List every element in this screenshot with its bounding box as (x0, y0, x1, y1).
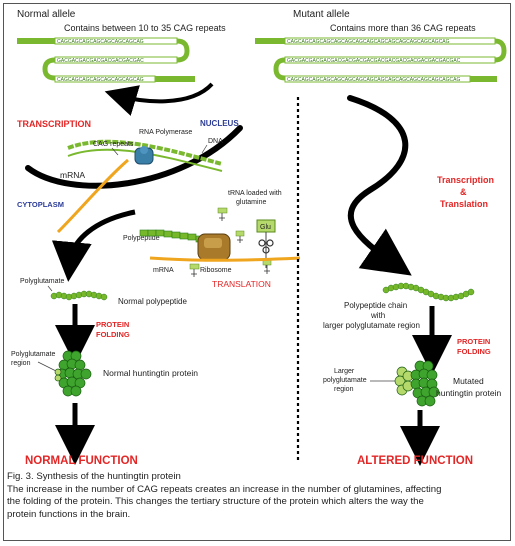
mutant-dna-seq-2: GACGACGACGACGACGACGACGACGACGACGACGACGACG… (287, 58, 461, 64)
mutant-dna-seq-1: CAGCAGCAGCAGCAGCAGCAGCAGCAGCAGCAGCAGCAGC… (287, 39, 450, 45)
mutated-label-2: huntingtin protein (436, 388, 501, 398)
nuclear-membrane (25, 125, 243, 189)
mutant-chain-label-3: larger polyglutamate region (323, 321, 420, 330)
polyglutamate-label: Polyglutamate (20, 278, 64, 285)
normal-huntingtin-protein (54, 350, 92, 397)
cag-repeats-label: CAG repeats (93, 141, 134, 148)
normal-huntingtin-label: Normal huntingtin protein (103, 368, 198, 378)
dna-double-strand (67, 139, 223, 166)
trna-icon (258, 239, 274, 254)
mutant-dna-strip-1: CAGCAGCAGCAGCAGCAGCAGCAGCAGCAGCAGCAGCAGC… (255, 37, 507, 63)
mutant-dna-strip-2: GACGACGACGACGACGACGACGACGACGACGACGACGACG… (273, 56, 496, 81)
mutated-label-1: Mutated (453, 376, 484, 386)
mutant-polypeptide-chain (382, 282, 475, 302)
figure-caption: Fig. 3. Synthesis of the huntingtin prot… (7, 471, 507, 521)
mrna-translation-strand (149, 256, 301, 262)
trna-label-1: tRNA loaded with (228, 190, 282, 197)
polypeptide-label: Polypeptide (123, 235, 160, 242)
trna-label-2: glutamine (236, 199, 266, 206)
normal-repeats-note: Contains between 10 to 35 CAG repeats (64, 23, 226, 33)
polyglutamate-region-1: Polyglutamate (11, 351, 55, 358)
dna-leader (201, 144, 208, 154)
mutant-allele-title: Mutant allele (293, 9, 350, 20)
mutant-transcription-arrow (347, 95, 412, 276)
normal-dna-strip-2: GACGACGACGACGACGACGACGAC (42, 56, 178, 81)
normal-polypeptide-chain (50, 290, 108, 301)
ribosome-icon (197, 233, 231, 261)
polyglutamate-region-2: region (11, 360, 31, 367)
protein-folding-2: FOLDING (96, 330, 130, 339)
ribosome-label: Ribosome (200, 267, 232, 274)
mutant-dna-seq-3: CAGCAGCAGCAGCAGCAGCAGCAGCAGCAGCAGCAGCAGC… (287, 77, 460, 83)
protein-folding-1: PROTEIN (96, 320, 129, 329)
rna-polymerase-label: RNA Polymerase (139, 129, 192, 136)
cag-repeats-leader (111, 147, 119, 156)
altered-function-label: ALTERED FUNCTION (357, 455, 473, 467)
normal-allele-title: Normal allele (17, 9, 76, 20)
caption-line-1: The increase in the number of CAG repeat… (7, 483, 442, 495)
mutant-transcription-2: & (460, 187, 467, 197)
caption-title: Fig. 3. Synthesis of the huntingtin prot… (7, 471, 181, 482)
cytoplasm-label: CYTOPLASM (17, 200, 64, 209)
mutant-protein-folding-2: FOLDING (457, 347, 491, 356)
normal-dna-seq-3: CAGCAGCAGCAGCAGCAGCAGCAG (57, 77, 144, 83)
rna-polymerase-icon (134, 146, 154, 165)
normal-dna-strip-3: CAGCAGCAGCAGCAGCAGCAGCAG (54, 75, 195, 83)
larger-region-3: region (334, 386, 354, 393)
mutant-protein-folding-1: PROTEIN (457, 337, 490, 346)
mutant-transcription-3: Translation (440, 199, 488, 209)
dna-label: DNA (208, 138, 223, 145)
mutant-transcription-1: Transcription (437, 175, 494, 185)
mrna-strand (56, 158, 129, 234)
polyglutamate-leader (47, 285, 53, 292)
mutant-dna-strip-3: CAGCAGCAGCAGCAGCAGCAGCAGCAGCAGCAGCAGCAGC… (284, 75, 497, 83)
mrna-translation-label: mRNA (153, 267, 174, 274)
region-leader (37, 361, 59, 373)
arrow-to-translation (51, 209, 136, 282)
nucleus-label: NUCLEUS (200, 119, 239, 128)
larger-region-1: Larger (334, 368, 355, 375)
normal-dna-seq-1: CAGCAGCAGCAGCAGCAGCAGCAG (57, 39, 144, 45)
mutant-repeats-note: Contains more than 36 CAG repeats (330, 23, 476, 33)
glu-text: Glu (260, 224, 271, 231)
normal-dna-strip-1: CAGCAGCAGCAGCAGCAGCAGCAG (17, 37, 190, 63)
caption-line-2: the folding of the protein. This changes… (7, 496, 424, 508)
larger-region-2: polyglutamate (323, 377, 367, 384)
normal-polypeptide-label: Normal polypeptide (118, 297, 187, 306)
mutant-chain-label-2: with (370, 311, 385, 320)
glu-tag: Glu (256, 219, 276, 233)
arrow-to-transcription (104, 82, 214, 116)
normal-dna-seq-2: GACGACGACGACGACGACGACGAC (57, 58, 144, 64)
transcription-label: TRANSCRIPTION (17, 119, 91, 129)
mrna-label: mRNA (60, 170, 85, 180)
caption-line-3: protein functions in the brain. (7, 508, 131, 520)
normal-function-label: NORMAL FUNCTION (25, 455, 138, 467)
mutated-huntingtin-protein (394, 360, 440, 407)
translation-label: TRANSLATION (212, 279, 271, 289)
mutant-chain-label-1: Polypeptide chain (344, 301, 407, 310)
